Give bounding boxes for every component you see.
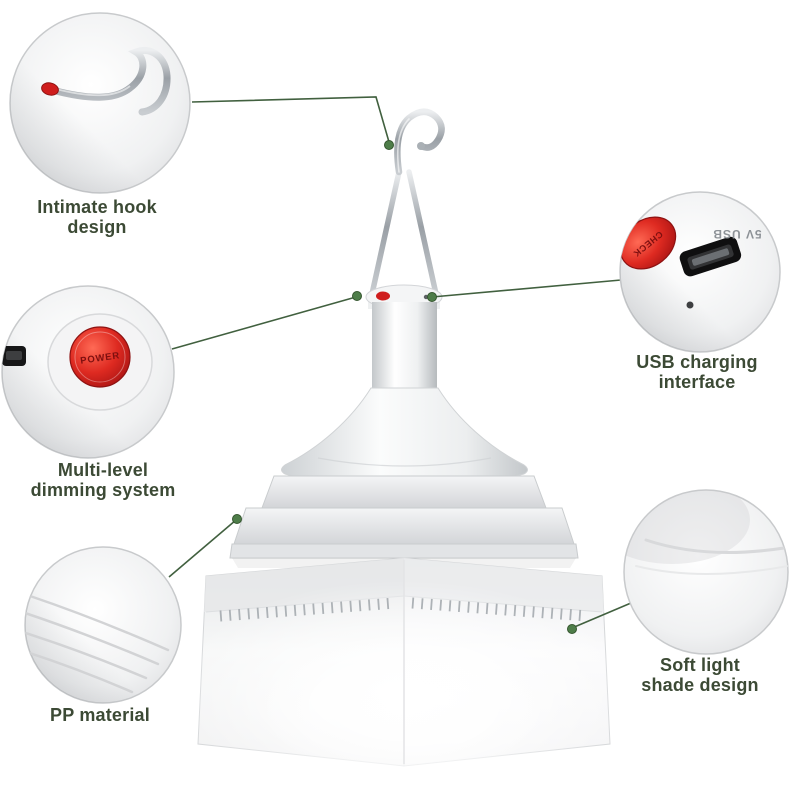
usb-led-dot — [686, 301, 694, 309]
label-dimming: Multi-level dimming system — [0, 460, 215, 501]
dot-usb — [427, 292, 437, 302]
label-hook-line1: Intimate hook — [37, 197, 157, 217]
connector-usb — [431, 279, 622, 298]
inset-hook-detail — [9, 12, 191, 194]
lamp-cone — [281, 387, 528, 486]
lamp-neck — [372, 302, 437, 390]
label-usb-line2: interface — [658, 371, 736, 392]
label-hook-line2: design — [67, 216, 127, 237]
inset-usb-detail: CHECK 5V USB — [619, 191, 781, 353]
lamp-product — [169, 108, 639, 800]
label-shade: Soft light shade design — [588, 655, 800, 696]
collar-red-switch — [376, 291, 390, 301]
hook-red-tip — [41, 82, 59, 96]
connector-pp — [168, 519, 237, 578]
inset-pp-detail — [24, 546, 182, 704]
inset-shade-detail — [623, 489, 789, 655]
lamp-shade — [169, 557, 639, 800]
connector-shade — [571, 602, 632, 629]
shade-tick-marks — [219, 597, 589, 622]
dot-pp — [232, 514, 242, 524]
label-shade-line1: Soft light — [660, 655, 740, 675]
dot-shade — [567, 624, 577, 634]
label-usb-line1: USB charging — [636, 352, 758, 372]
hook-tip-ball — [417, 142, 425, 150]
label-hook: Intimate hook design — [0, 197, 209, 238]
label-dimming-line2: dimming system — [30, 479, 176, 500]
connector-hook — [191, 96, 390, 143]
callout-dots — [232, 140, 577, 634]
label-usb: USB charging interface — [585, 352, 800, 393]
connector-dimming — [171, 296, 357, 350]
power-button-label: POWER — [80, 350, 121, 366]
label-shade-line2: shade design — [641, 674, 759, 695]
lamp-base-cap — [229, 475, 579, 568]
power-button — [69, 326, 131, 388]
micro-usb-port — [679, 236, 742, 277]
dot-hook — [384, 140, 394, 150]
label-pp-line1: PP material — [50, 705, 150, 725]
inset-dimming-detail: POWER — [1, 285, 175, 459]
dot-dimming — [352, 291, 362, 301]
hook-close-up — [48, 47, 171, 116]
lamp-hook-wire — [369, 108, 445, 297]
label-dimming-line1: Multi-level — [57, 460, 149, 480]
collar-port-dot — [423, 294, 429, 300]
label-pp: PP material — [0, 705, 212, 726]
callout-connectors — [168, 96, 632, 629]
usb-port-label: 5V USB — [712, 227, 761, 241]
pp-steps — [25, 547, 181, 703]
